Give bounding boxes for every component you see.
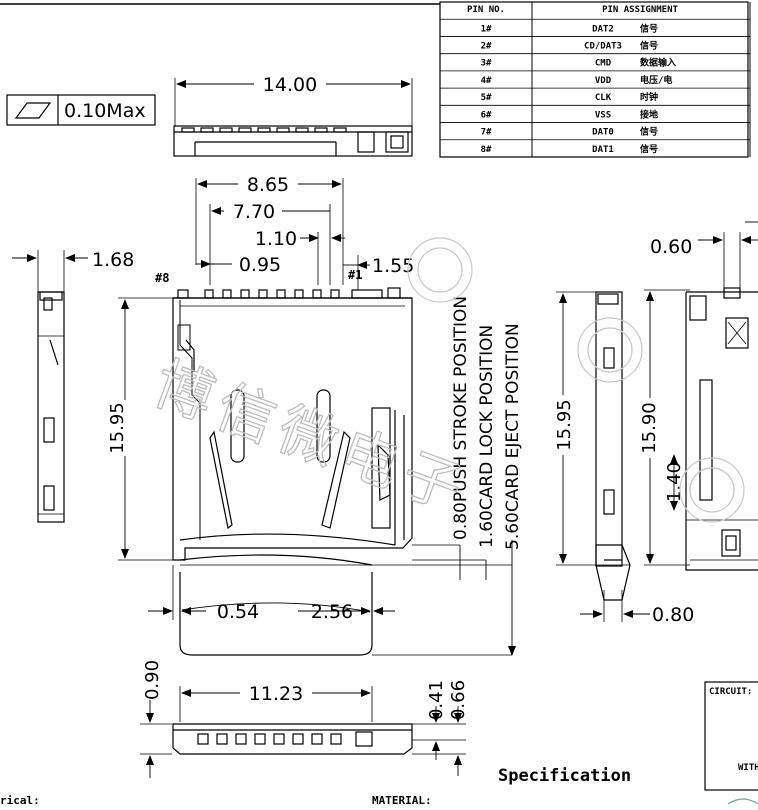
- pin-signal: CLK: [595, 93, 612, 103]
- pin-signal: DAT2: [592, 24, 614, 34]
- dim-15-95-right: 15.95: [554, 399, 575, 451]
- pin-signal: VSS: [595, 110, 611, 120]
- contact-pin: [204, 289, 214, 299]
- contact-tooth: [216, 733, 228, 745]
- contact-tooth: [238, 127, 252, 133]
- left-side-view: [12, 250, 88, 523]
- contact-tooth: [330, 733, 342, 745]
- dim-0-66: 0.66: [448, 680, 469, 720]
- dim-1-40: 1.40: [664, 462, 685, 502]
- contact-pin: [294, 289, 304, 299]
- pin-number: 7#: [481, 128, 492, 138]
- pin-number: 6#: [481, 110, 492, 120]
- contact-tooth: [333, 127, 347, 133]
- dim-2-56: 2.56: [311, 601, 353, 623]
- logo-fragment: [727, 798, 758, 805]
- dim-0-90: 0.90: [142, 660, 163, 700]
- pin-signal: DAT0: [592, 128, 614, 138]
- pin-number: 2#: [481, 42, 492, 52]
- contact-tooth: [292, 733, 304, 745]
- contact-tooth: [276, 127, 290, 133]
- circuit-box: [704, 681, 758, 791]
- contact-tooth: [200, 127, 214, 133]
- pin-signal: VDD: [595, 76, 612, 86]
- pin-signal: DAT1: [592, 145, 614, 155]
- pin-assignment-table: 1# DAT2 信号 2# CD/DAT3 信号 3# CMD 数据输入 4# VDD 电压/电 5# C…: [439, 1, 751, 158]
- contact-tooth: [235, 733, 247, 745]
- contact-tooth: [181, 127, 195, 133]
- contact-pin: [258, 289, 268, 299]
- dim-7-70: 7.70: [233, 201, 275, 223]
- card-eject-position: 5.60CARD EJECT POSITION: [503, 323, 523, 550]
- dim-0-95: 0.95: [239, 254, 281, 276]
- contact-tooth: [273, 733, 285, 745]
- dim-1-68: 1.68: [92, 249, 134, 271]
- pin-number: 4#: [481, 76, 492, 86]
- flatness-value: 0.10Max: [64, 100, 146, 122]
- dim-0-54: 0.54: [217, 601, 259, 623]
- card-lock-position: 1.60CARD LOCK POSITION: [477, 325, 497, 548]
- pin-description: 时钟: [640, 91, 658, 103]
- pin-signal: CD/DAT3: [584, 42, 622, 52]
- dim-0-41: 0.41: [426, 680, 447, 720]
- specification-label: Specification: [498, 766, 631, 786]
- contact-tooth: [219, 127, 233, 133]
- pin-description: 信号: [640, 143, 658, 155]
- flatness-tolerance-frame: 0.10Max: [6, 94, 156, 126]
- pin-number: 3#: [481, 59, 492, 69]
- pin-description: 信号: [640, 40, 658, 52]
- corner-tab: [351, 289, 383, 299]
- contact-tooth: [295, 127, 309, 133]
- dim-15-95-left: 15.95: [107, 402, 128, 454]
- contact-tooth: [254, 733, 266, 745]
- pin-description: 数据输入: [640, 57, 676, 69]
- right-side-view: [551, 221, 758, 622]
- material-label: MATERIAL:: [372, 794, 432, 806]
- push-stroke-position: 0.80PUSH STROKE POSITION: [451, 296, 471, 540]
- contact-pin: [312, 289, 322, 299]
- pin-table-header-no: PIN NO.: [467, 5, 505, 15]
- contact-pin: [240, 289, 250, 299]
- corner-tab: [177, 289, 189, 299]
- pin-description: 信号: [640, 126, 658, 138]
- pin-number: 5#: [481, 93, 492, 103]
- contact-pin: [276, 289, 286, 299]
- dim-8-65: 8.65: [247, 174, 289, 196]
- contact-pin: [222, 289, 232, 299]
- dim-top-width: 14.00: [263, 74, 317, 96]
- contact-tooth: [314, 127, 328, 133]
- pin1-label: #1: [348, 268, 362, 282]
- dim-1-55: 1.55: [372, 255, 414, 277]
- dim-0-80: 0.80: [652, 604, 694, 626]
- main-view: [104, 174, 516, 656]
- circuit-label: CIRCUIT:: [709, 687, 752, 697]
- dim-0-60: 0.60: [650, 236, 692, 258]
- pin-signal: CMD: [595, 59, 612, 69]
- contact-tooth: [257, 127, 271, 133]
- watermark-rings: [407, 237, 745, 523]
- pin-table-header-assign: PIN ASSIGNMENT: [602, 5, 678, 15]
- pin-description: 电压/电: [640, 74, 672, 86]
- bottom-edge-view: [140, 683, 466, 778]
- pin-number: 8#: [481, 145, 492, 155]
- pin-number: 1#: [481, 24, 492, 34]
- contact-tooth: [311, 733, 323, 745]
- dim-15-90: 15.90: [639, 402, 660, 454]
- flatness-icon: [14, 102, 52, 119]
- electrical-label: rical:: [0, 794, 40, 806]
- with-label: WITH: [738, 763, 758, 773]
- dim-11-23: 11.23: [249, 683, 303, 705]
- contact-pin: [330, 289, 340, 299]
- top-edge-view: [173, 74, 413, 157]
- pin-description: 信号: [640, 22, 658, 34]
- corner-tab: [387, 287, 401, 299]
- contact-tooth: [197, 733, 209, 745]
- dim-1-10: 1.10: [255, 228, 297, 250]
- pin-description: 接地: [640, 108, 658, 120]
- watermark-text: 博信微电子: [145, 349, 478, 526]
- pin8-label: #8: [155, 271, 169, 285]
